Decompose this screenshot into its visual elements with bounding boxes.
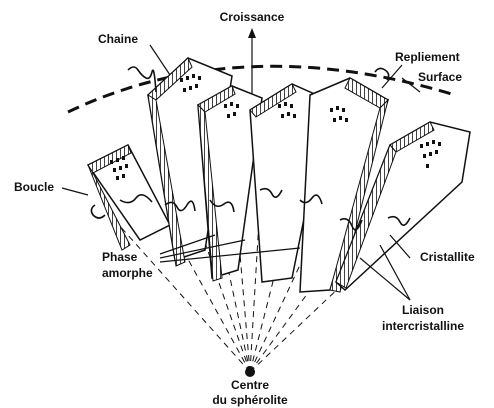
spherulite-center-dot <box>245 367 255 377</box>
label-phase-line1: Phase <box>102 250 137 264</box>
label-phase-line2: amorphe <box>102 266 153 280</box>
lamella-1 <box>88 145 170 250</box>
label-surface: Surface <box>418 70 462 84</box>
label-liaison-line2: intercristalline <box>370 319 476 333</box>
label-boucle: Boucle <box>14 180 54 194</box>
label-centre-line1: Centre <box>200 378 300 392</box>
growth-arrow <box>248 28 256 96</box>
label-cristallite: Cristallite <box>420 250 475 264</box>
label-croissance: Croissance <box>213 10 291 24</box>
label-repliement: Repliement <box>395 50 460 64</box>
label-chaine: Chaine <box>98 32 138 46</box>
label-centre-line2: du sphérolite <box>200 393 300 407</box>
label-liaison-line1: Liaison <box>370 303 476 317</box>
